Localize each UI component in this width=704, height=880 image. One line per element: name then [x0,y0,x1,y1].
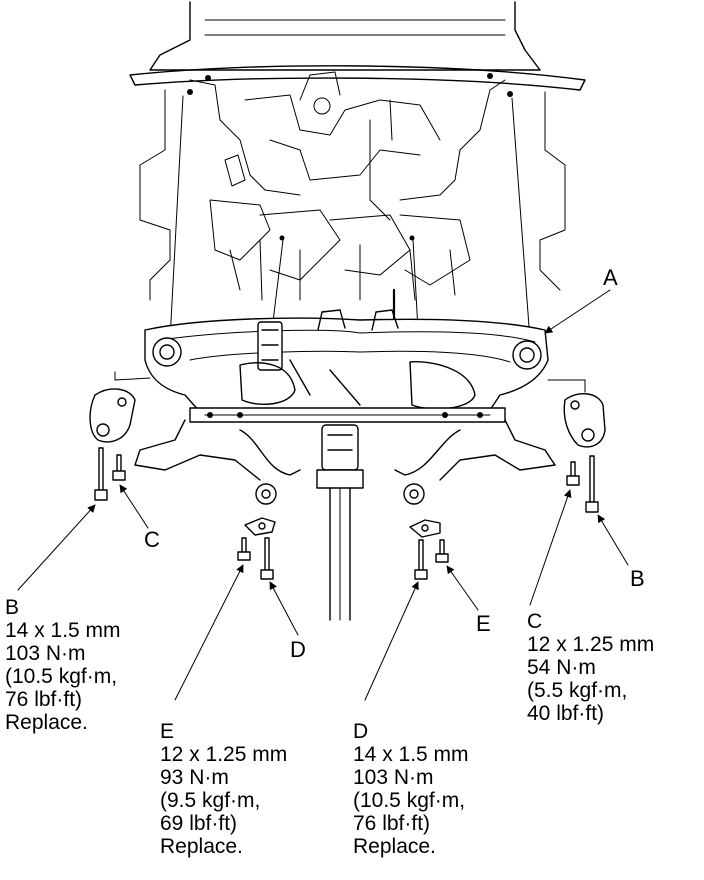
callout-b-right: B [630,566,645,591]
spec-d-note: Replace. [353,835,436,858]
left-mount-bracket [89,371,151,443]
spec-e-kgf: (9.5 kgf·m, [160,789,261,812]
spec-b-torque: 103 N·m [5,642,86,665]
spec-d-size: 14 x 1.5 mm [353,743,469,766]
spec-d: D 14 x 1.5 mm 103 N·m (10.5 kgf·m, 76 lb… [353,720,469,858]
bolt-d-left [260,537,274,580]
bolt-e-right [435,539,449,563]
callout-c-left: C [144,527,160,552]
spec-d-kgf: (10.5 kgf·m, [353,789,466,812]
bolt-c-left [112,454,126,481]
front-subframe [134,288,556,621]
spec-c-torque: 54 N·m [527,656,596,679]
spec-e-letter: E [160,720,175,743]
spec-b: B 14 x 1.5 mm 103 N·m (10.5 kgf·m, 76 lb… [5,596,121,734]
spec-d-letter: D [353,720,369,743]
spec-b-lbf: 76 lbf·ft) [5,688,83,711]
bolt-c-right [566,461,580,486]
spec-b-note: Replace. [5,711,88,734]
spec-e-size: 12 x 1.25 mm [160,743,288,766]
callout-d-center: D [290,637,306,662]
spec-d-lbf: 76 lbf·ft) [353,812,431,835]
leader-arrows [17,289,629,701]
spec-b-letter: B [5,596,20,619]
spec-b-kgf: (10.5 kgf·m, [5,665,118,688]
spec-b-size: 14 x 1.5 mm [5,619,121,642]
bolt-b-right [585,455,599,513]
lower-center-brackets [244,517,441,538]
spec-e-torque: 93 N·m [160,766,229,789]
vehicle-body-outline [129,1,586,301]
bolt-e-left [237,537,251,561]
bolt-d-right [414,539,428,580]
spec-e: E 12 x 1.25 mm 93 N·m (9.5 kgf·m, 69 lbf… [160,720,287,858]
spec-c-lbf: 40 lbf·ft) [527,702,605,725]
spec-c: C 12 x 1.25 mm 54 N·m (5.5 kgf·m, 40 lbf… [527,610,654,725]
spec-e-note: Replace. [160,835,243,858]
spec-c-letter: C [527,610,543,633]
bolt-b-left [94,447,108,501]
right-mount-bracket [547,379,606,448]
spec-c-size: 12 x 1.25 mm [527,633,655,656]
alignment-guide-lines [169,95,531,341]
spec-e-lbf: 69 lbf·ft) [160,812,238,835]
bolts [94,447,599,580]
spec-d-torque: 103 N·m [353,766,434,789]
callout-e-right: E [476,611,491,636]
spec-c-kgf: (5.5 kgf·m, [527,679,628,702]
callout-a: A [603,265,618,290]
